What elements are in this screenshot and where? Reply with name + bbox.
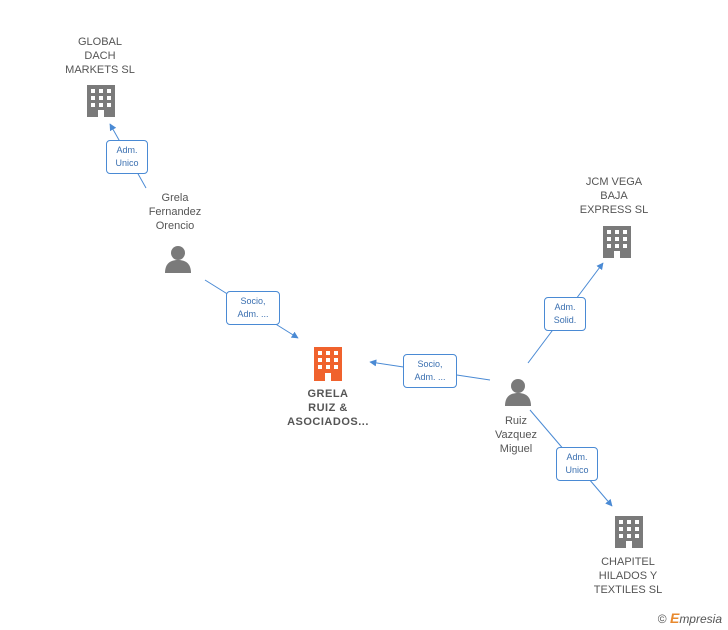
company-label-jcm-vega[interactable]: JCM VEGA BAJA EXPRESS SL — [579, 176, 649, 216]
empresia-logo: © Empresia — [658, 610, 722, 626]
copyright-symbol: © — [657, 612, 667, 626]
brand-letter: E — [669, 610, 680, 626]
person-icon — [165, 246, 191, 273]
company-label-chapitel[interactable]: CHAPITEL HILADOS Y TEXTILES SL — [593, 556, 663, 596]
edge-label-grela-ruizco: Socio, Adm. ... — [226, 291, 280, 325]
building-icon — [603, 226, 631, 258]
edge-label-ruiz-jcm: Adm. Solid. — [544, 297, 586, 331]
person-label-grela[interactable]: Grela Fernandez Orencio — [148, 192, 202, 232]
building-icon — [87, 85, 115, 117]
company-label-global-dach[interactable]: GLOBAL DACH MARKETS SL — [65, 36, 135, 76]
person-label-ruiz[interactable]: Ruiz Vazquez Miguel — [495, 415, 537, 455]
edge-label-ruiz-chapitel: Adm. Unico — [556, 447, 598, 481]
building-icon — [615, 516, 643, 548]
company-label-grela-ruiz[interactable]: GRELA RUIZ & ASOCIADOS... — [287, 388, 369, 428]
building-icon — [314, 347, 342, 381]
edge-label-grela-global: Adm. Unico — [106, 140, 148, 174]
edge-label-ruiz-ruizco: Socio, Adm. ... — [403, 354, 457, 388]
brand-name: mpresia — [679, 612, 722, 626]
person-icon — [505, 379, 531, 406]
